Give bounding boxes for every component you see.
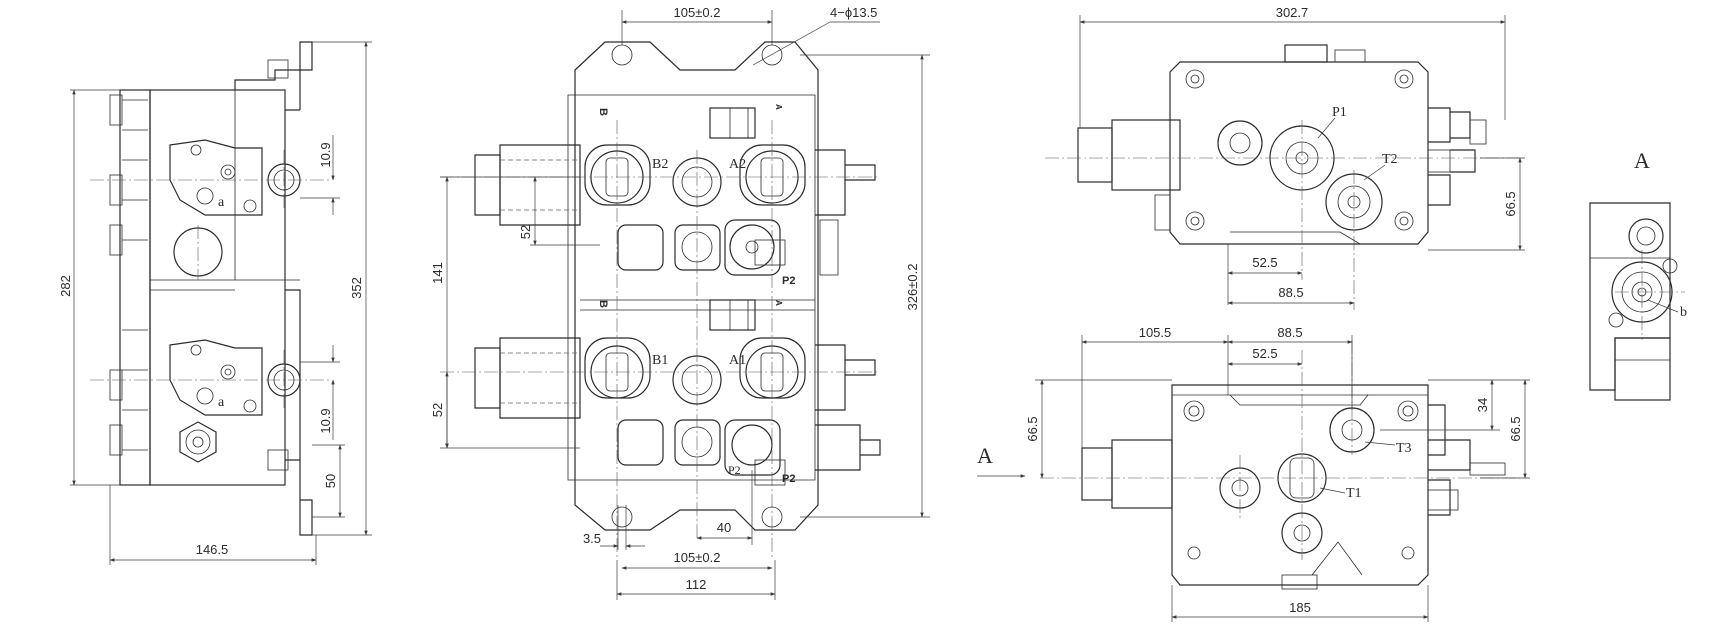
port-label-t1: T1: [1346, 486, 1362, 501]
top-view-ports: [1185, 69, 1414, 231]
top-view-centerlines: [1045, 120, 1520, 310]
view-arrow-label: A: [977, 443, 993, 468]
dim-52-top: 52: [518, 225, 533, 239]
port-label-b2: B2: [652, 157, 668, 172]
dim-105-top: 105±0.2: [674, 5, 721, 20]
dim-105-5: 105.5: [1139, 325, 1172, 340]
dim-146-5: 146.5: [196, 542, 229, 557]
top-view-dimensions: 302.7 66.5 52.5 88.5: [1079, 5, 1525, 305]
port-label-p2-bottom: P2: [782, 473, 795, 485]
dim-50: 50: [323, 474, 338, 488]
front-view-outline: [474, 41, 881, 531]
dim-326: 326±0.2: [905, 264, 920, 311]
port-label-a-bottom: A: [774, 300, 783, 306]
front-view-port-labels: B2 A2 B1 A1 P2 P2 P2 B B A A: [597, 104, 795, 485]
bottom-view-dimensions: 105.5 88.5 52.5 34 66.5 66.5 185: [1025, 325, 1530, 622]
bottom-right-view: 105.5 88.5 52.5 34 66.5 66.5 185 T3 T1 A: [977, 325, 1530, 622]
aux-view-outline: [1589, 202, 1671, 401]
port-label-p1: P1: [1332, 105, 1347, 120]
view-direction-arrow: A: [977, 443, 1026, 478]
dim-52-bottom: 52: [430, 403, 445, 417]
left-side-view: 282 352 10.9 10.9 50 146.5 a a: [58, 41, 372, 565]
auxiliary-view-a: A b: [1589, 148, 1687, 401]
aux-view-ports: [1608, 218, 1679, 328]
left-view-dimensions: 282 352 10.9 10.9 50 146.5: [58, 41, 372, 565]
dim-34: 34: [1475, 398, 1490, 412]
dim-88-5-bottom: 88.5: [1277, 325, 1302, 340]
dim-66-5-top: 66.5: [1503, 191, 1518, 216]
bottom-view-outline: [1081, 384, 1506, 590]
port-label-p2-top: P2: [782, 275, 795, 287]
port-label-a1: A1: [729, 353, 746, 368]
dim-66-5-bottom-left: 66.5: [1025, 416, 1040, 441]
port-label-a2: A2: [729, 157, 746, 172]
port-label-b1: B1: [652, 353, 668, 368]
port-label-t2: T2: [1382, 152, 1398, 167]
port-label-b: b: [1680, 305, 1687, 320]
dim-141: 141: [430, 262, 445, 284]
left-view-centerlines: [90, 150, 330, 410]
top-view-outline: [1077, 44, 1487, 245]
dim-185: 185: [1289, 600, 1311, 615]
aux-view-title: A: [1634, 148, 1650, 173]
front-view-centerlines: [440, 120, 880, 560]
front-view: 105±0.2 4−ϕ13.5 141 52 52 326±0.2 3.5: [430, 5, 930, 600]
dim-66-5-bottom-right: 66.5: [1508, 416, 1523, 441]
dim-holes-4xd13-5: 4−ϕ13.5: [830, 5, 877, 20]
dim-352: 352: [349, 277, 364, 299]
dim-3-5: 3.5: [583, 531, 601, 546]
port-label-a-top: A: [774, 104, 783, 110]
dim-88-5-top: 88.5: [1278, 285, 1303, 300]
port-label-a-bottom: a: [218, 395, 225, 410]
dim-10-9-bot: 10.9: [318, 408, 333, 433]
port-label-b-bottom: B: [597, 300, 609, 308]
dim-40: 40: [717, 520, 731, 535]
port-label-b-top: B: [597, 108, 609, 116]
port-label-p2-small: P2: [728, 463, 741, 477]
dim-105-bottom: 105±0.2: [674, 550, 721, 565]
dim-112: 112: [686, 577, 707, 592]
port-label-a-top: a: [218, 195, 225, 210]
dim-52-5-bottom: 52.5: [1252, 346, 1277, 361]
dim-282: 282: [58, 275, 73, 297]
left-view-outline: [109, 41, 313, 536]
dim-52-5-top: 52.5: [1252, 255, 1277, 270]
dim-10-9-top: 10.9: [318, 142, 333, 167]
bottom-view-ports: [1183, 400, 1419, 560]
dim-302-7: 302.7: [1276, 5, 1309, 20]
top-right-view: 302.7 66.5 52.5 88.5 P1 T2: [1045, 5, 1525, 310]
front-view-dimensions: 105±0.2 4−ϕ13.5 141 52 52 326±0.2 3.5: [430, 5, 930, 600]
port-label-t3: T3: [1396, 441, 1412, 456]
